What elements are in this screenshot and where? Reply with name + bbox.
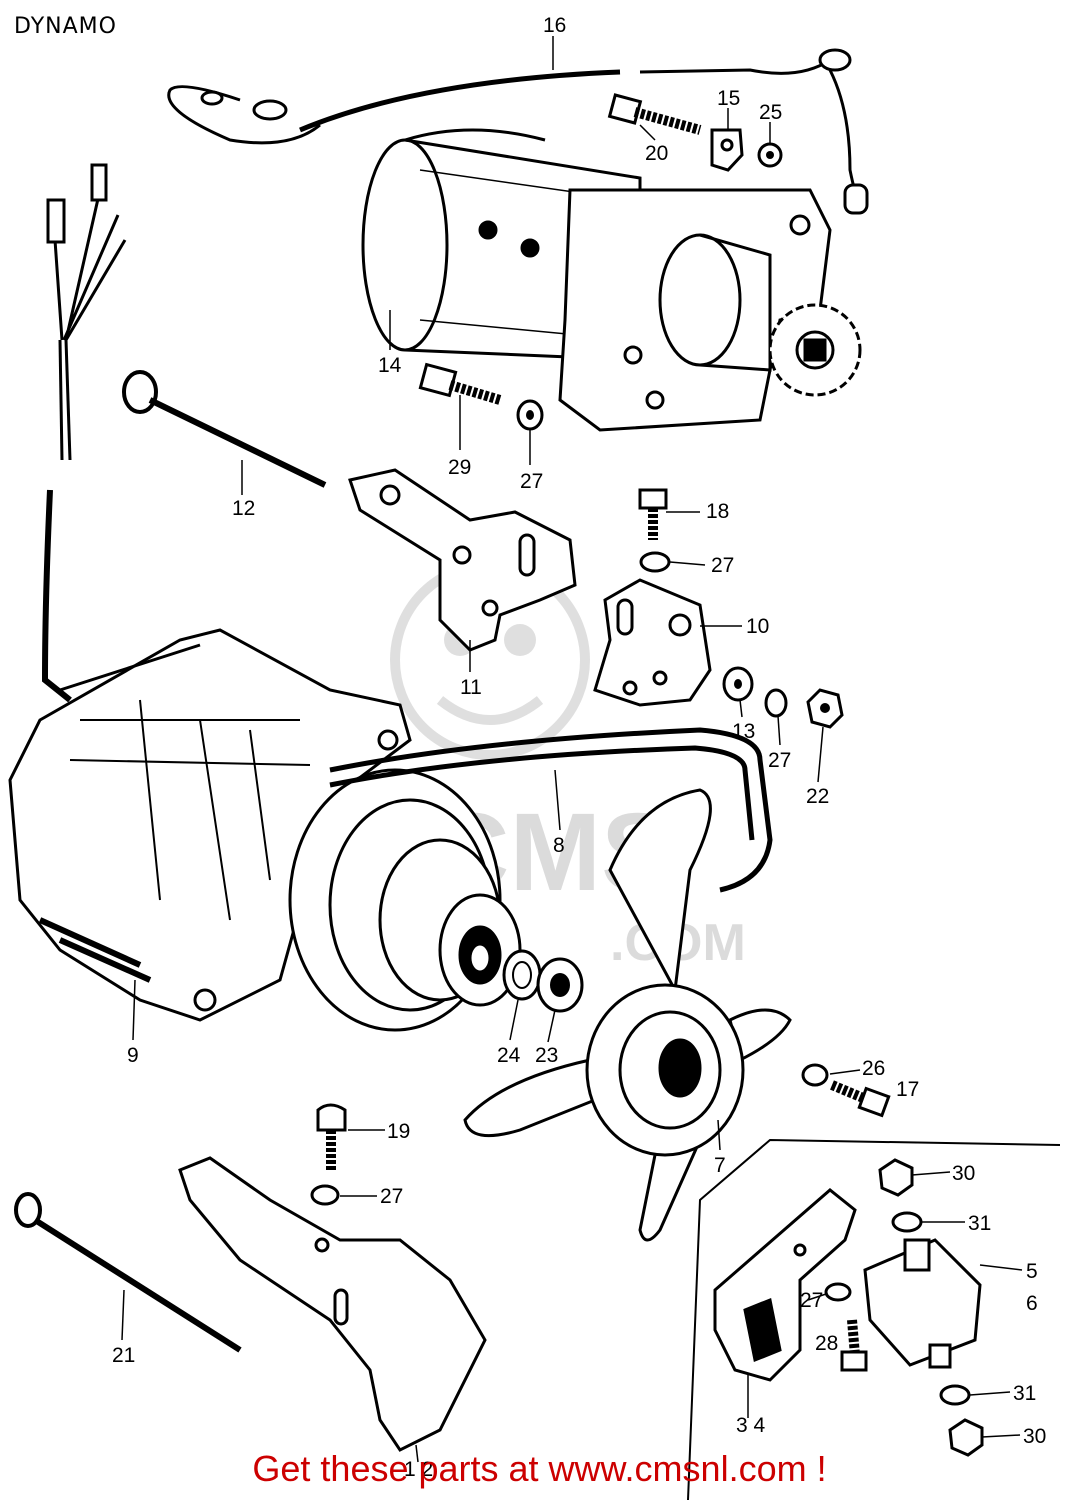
callout-24: 24 — [497, 1044, 521, 1067]
bracket-1-2 — [178, 1156, 487, 1452]
rod-21 — [14, 1192, 242, 1353]
washer-13 — [722, 666, 754, 702]
callout-8: 8 — [553, 834, 565, 857]
mount-3-4 — [713, 1188, 857, 1382]
callout-26: 26 — [862, 1057, 885, 1080]
callout-13: 13 — [732, 720, 755, 743]
callout-21: 21 — [112, 1344, 135, 1367]
washer-25 — [757, 142, 783, 168]
washer-24 — [502, 949, 542, 1001]
diagram-title: DYNAMO — [14, 14, 117, 39]
bolt-29 — [418, 362, 502, 405]
starter-motor — [361, 128, 862, 432]
callout-27-b: 27 — [711, 554, 734, 577]
washer-27-right — [764, 688, 788, 718]
callout-27-c: 27 — [768, 749, 791, 772]
section-divider — [687, 1138, 1061, 1500]
callout-20: 20 — [645, 142, 668, 165]
belt-8 — [329, 727, 773, 893]
bolt-20 — [607, 93, 702, 135]
callout-labels: 16 15 25 20 14 29 27 12 18 27 10 11 13 2… — [112, 14, 1046, 1481]
callout-14: 14 — [378, 354, 402, 377]
leader-lines — [121, 36, 1023, 1463]
callout-16: 16 — [543, 14, 566, 37]
callout-27-a: 27 — [520, 470, 543, 493]
bracket-10 — [593, 578, 712, 707]
washer-27-lower — [310, 1184, 340, 1206]
rubber-mount-5-6 — [863, 1238, 982, 1369]
callout-9: 9 — [127, 1044, 139, 1067]
bolt-28 — [840, 1319, 868, 1372]
callout-29: 29 — [448, 456, 471, 479]
callout-30-a: 30 — [952, 1162, 975, 1185]
collar-23 — [536, 957, 584, 1013]
bolt-19 — [316, 1103, 347, 1172]
footer-link[interactable]: Get these parts at www.cmsnl.com ! — [252, 1448, 827, 1489]
callout-27-e: 27 — [800, 1289, 823, 1312]
callout-23: 23 — [535, 1044, 558, 1067]
callout-18: 18 — [706, 500, 729, 523]
nut-22 — [806, 688, 844, 729]
callout-6: 6 — [1026, 1292, 1038, 1315]
callout-22: 22 — [806, 785, 829, 808]
nut-30-top — [878, 1158, 914, 1197]
cooling-fan-7 — [463, 788, 792, 1242]
callout-3-4: 3 4 — [736, 1414, 766, 1437]
callout-7: 7 — [714, 1154, 726, 1177]
washer-27-top — [516, 399, 544, 431]
clip-15 — [710, 128, 744, 172]
washer-31-bottom — [939, 1384, 971, 1406]
callout-12: 12 — [232, 497, 255, 520]
bolt-17 — [830, 1080, 891, 1118]
callout-30-b: 30 — [1023, 1425, 1046, 1448]
callout-1-2: 1 2 — [404, 1458, 433, 1481]
callout-25: 25 — [759, 101, 782, 124]
bolt-18 — [638, 488, 668, 540]
washer-26 — [801, 1063, 829, 1087]
wire-harness — [41, 163, 127, 703]
bracket-11 — [348, 468, 577, 652]
washer-27-mid — [639, 551, 671, 573]
callout-27-d: 27 — [380, 1185, 403, 1208]
callout-11: 11 — [460, 676, 482, 699]
dynamo-body — [8, 628, 522, 1032]
through-bolt-12 — [122, 370, 327, 488]
callout-31-a: 31 — [968, 1212, 991, 1235]
washer-31-top — [891, 1211, 923, 1233]
callout-10: 10 — [746, 615, 769, 638]
callout-19: 19 — [387, 1120, 410, 1143]
washer-27-mount — [824, 1282, 852, 1302]
nut-30-bottom — [948, 1418, 984, 1457]
callout-15: 15 — [717, 87, 740, 110]
callout-17: 17 — [896, 1078, 919, 1101]
footer-link-bar: Get these parts at www.cmsnl.com ! — [0, 1448, 1079, 1490]
callout-31-b: 31 — [1013, 1382, 1036, 1405]
callout-5: 5 — [1026, 1260, 1038, 1283]
callout-28: 28 — [815, 1332, 838, 1355]
starter-cable — [167, 48, 869, 215]
